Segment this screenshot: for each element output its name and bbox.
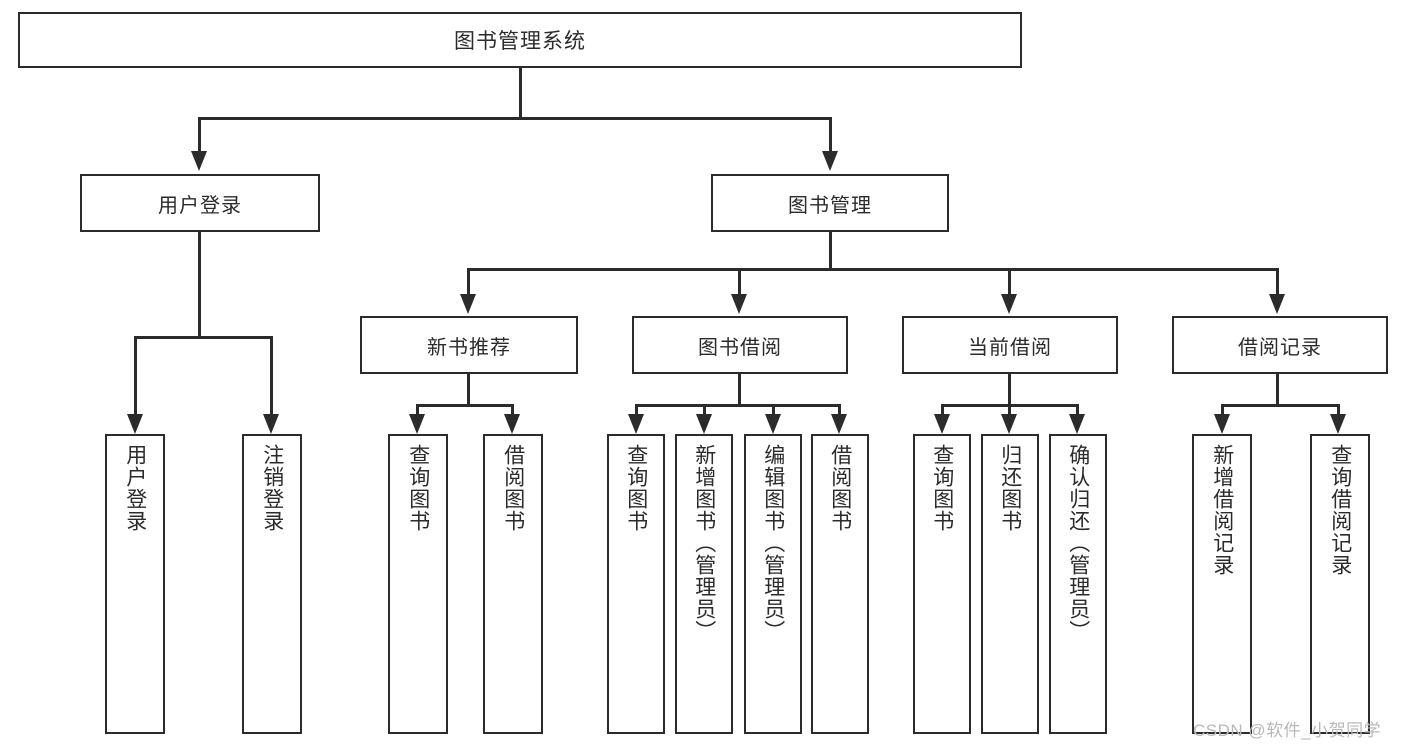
node-label: 查询图书	[624, 444, 648, 532]
arrow-bb-leaf-3-icon	[765, 414, 781, 434]
node-label: 当前借阅	[968, 336, 1052, 359]
edge-borrow-record-stem	[1276, 374, 1279, 406]
node-label: 借阅图书	[501, 444, 525, 532]
edge-new-book-recommend-stem	[467, 374, 470, 406]
edge-br-leaf-1	[1221, 404, 1224, 418]
edge-current-borrow-stem	[1008, 374, 1011, 406]
node-label: 新增借阅记录	[1210, 444, 1234, 576]
edge-book-borrow-stem	[738, 374, 741, 406]
node-current-borrow[interactable]: 当前借阅	[902, 316, 1118, 374]
node-label: 新书推荐	[427, 336, 511, 359]
node-user-login[interactable]: 用户登录	[80, 174, 320, 232]
edge-root-bar	[198, 117, 832, 120]
edge-bb-leaf-1	[635, 404, 638, 418]
arrow-to-book-management-icon	[822, 151, 838, 171]
node-label: 归还图书	[998, 444, 1022, 532]
node-book-borrow[interactable]: 图书借阅	[632, 316, 848, 374]
edge-to-leaf-user-login	[134, 336, 137, 418]
edge-book-management-bar	[467, 268, 1279, 271]
arrow-bb-leaf-2-icon	[696, 414, 712, 434]
leaf-bb-borrow-book[interactable]: 借阅图书	[811, 434, 869, 734]
arrow-br-leaf-1-icon	[1214, 414, 1230, 434]
arrow-to-leaf-user-login-icon	[127, 414, 143, 434]
arrow-to-new-book-recommend-icon	[460, 294, 476, 314]
arrow-to-leaf-logout-icon	[263, 414, 279, 434]
leaf-bb-query-book[interactable]: 查询图书	[607, 434, 665, 734]
edge-cb-leaf-3	[1076, 404, 1079, 418]
edge-borrow-record-bar	[1221, 404, 1340, 407]
node-label: 用户登录	[158, 194, 242, 217]
edge-to-new-book-recommend	[467, 268, 470, 296]
edge-book-borrow-bar	[635, 404, 840, 407]
node-new-book-recommend[interactable]: 新书推荐	[360, 316, 578, 374]
node-label: 确认归还（管理员）	[1066, 444, 1090, 642]
edge-cb-leaf-2	[1008, 404, 1011, 418]
arrow-to-current-borrow-icon	[1001, 294, 1017, 314]
arrow-to-book-borrow-icon	[731, 294, 747, 314]
arrow-to-user-login-icon	[191, 151, 207, 171]
edge-new-book-recommend-bar	[416, 404, 513, 407]
edge-to-borrow-record	[1276, 268, 1279, 296]
edge-br-leaf-2	[1337, 404, 1340, 418]
edge-cb-leaf-1	[941, 404, 944, 418]
edge-book-management-stem	[829, 232, 832, 270]
edge-to-user-login	[198, 117, 201, 153]
leaf-bb-add-book-admin[interactable]: 新增图书（管理员）	[675, 434, 733, 734]
node-label: 借阅图书	[828, 444, 852, 532]
leaf-br-query-record[interactable]: 查询借阅记录	[1310, 434, 1370, 734]
edge-nbr-leaf-2	[511, 404, 514, 418]
edge-to-book-borrow	[738, 268, 741, 296]
leaf-br-add-record[interactable]: 新增借阅记录	[1192, 434, 1252, 734]
leaf-bb-edit-book-admin[interactable]: 编辑图书（管理员）	[744, 434, 802, 734]
node-label: 查询图书	[930, 444, 954, 532]
node-label: 查询图书	[406, 444, 430, 532]
edge-bb-leaf-4	[838, 404, 841, 418]
arrow-br-leaf-2-icon	[1330, 414, 1346, 434]
arrow-bb-leaf-1-icon	[628, 414, 644, 434]
node-label: 图书借阅	[698, 336, 782, 359]
edge-to-current-borrow	[1008, 268, 1011, 296]
leaf-logout[interactable]: 注销登录	[242, 434, 302, 734]
leaf-user-login[interactable]: 用户登录	[105, 434, 165, 734]
edge-bb-leaf-3	[772, 404, 775, 418]
edge-nbr-leaf-1	[416, 404, 419, 418]
node-label: 图书管理	[788, 194, 872, 217]
node-label: 用户登录	[123, 444, 147, 532]
node-label: 编辑图书（管理员）	[761, 444, 785, 642]
leaf-cb-confirm-return-admin[interactable]: 确认归还（管理员）	[1049, 434, 1107, 734]
arrow-cb-leaf-3-icon	[1069, 414, 1085, 434]
arrow-cb-leaf-2-icon	[1001, 414, 1017, 434]
node-book-management[interactable]: 图书管理	[711, 174, 949, 232]
edge-to-book-management	[829, 117, 832, 153]
edge-root-stem	[519, 68, 522, 117]
leaf-nbr-borrow-book[interactable]: 借阅图书	[483, 434, 543, 734]
watermark: CSDN @软件_小贺同学	[1193, 721, 1382, 740]
arrow-bb-leaf-4-icon	[831, 414, 847, 434]
arrow-cb-leaf-1-icon	[934, 414, 950, 434]
edge-bb-leaf-2	[703, 404, 706, 418]
node-borrow-record[interactable]: 借阅记录	[1172, 316, 1388, 374]
node-label: 图书管理系统	[454, 30, 586, 53]
node-label: 注销登录	[260, 444, 284, 532]
leaf-cb-query-book[interactable]: 查询图书	[913, 434, 971, 734]
node-label: 借阅记录	[1238, 336, 1322, 359]
edge-to-leaf-logout	[270, 336, 273, 418]
leaf-cb-return-book[interactable]: 归还图书	[981, 434, 1039, 734]
leaf-nbr-query-book[interactable]: 查询图书	[388, 434, 448, 734]
node-label: 新增图书（管理员）	[692, 444, 716, 642]
arrow-nbr-leaf-1-icon	[409, 414, 425, 434]
edge-user-login-stem	[198, 232, 201, 338]
arrow-to-borrow-record-icon	[1269, 294, 1285, 314]
node-root-book-management-system[interactable]: 图书管理系统	[18, 12, 1022, 68]
arrow-nbr-leaf-2-icon	[504, 414, 520, 434]
edge-user-login-bar	[134, 336, 272, 339]
node-label: 查询借阅记录	[1328, 444, 1352, 576]
